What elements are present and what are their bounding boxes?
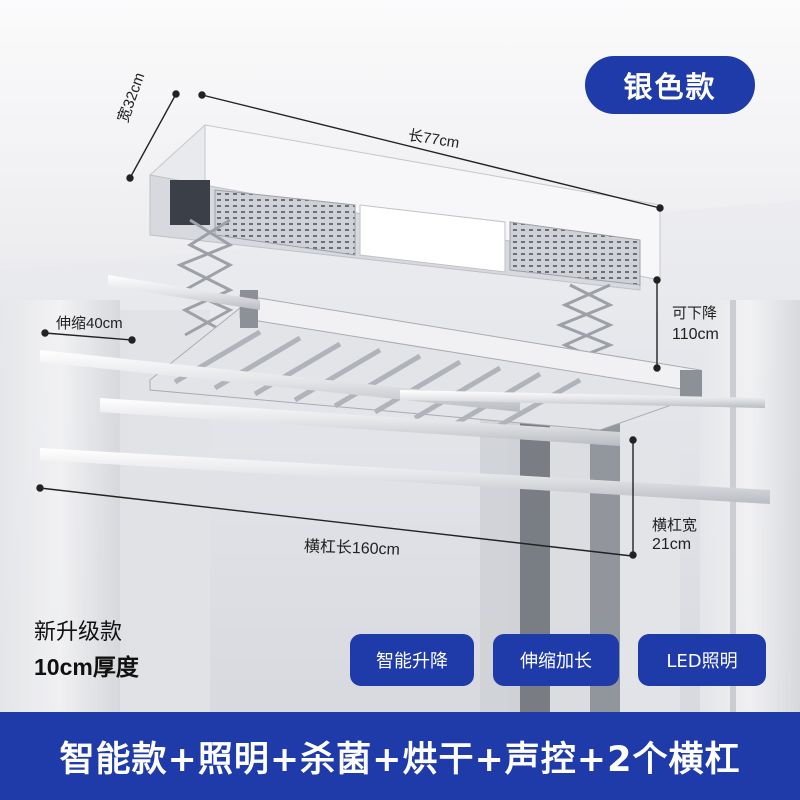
feature-extend: 伸缩加长 [493, 634, 619, 686]
extend-label: 伸缩40cm [56, 315, 123, 332]
bar-length-label: 横杠长160cm [303, 538, 401, 559]
ceiling-unit [149, 123, 661, 291]
dimension-lines [36, 90, 664, 559]
thickness-text: 10cm厚度 [34, 654, 139, 680]
drop-label: 可下降 [672, 305, 718, 322]
feature-smart-lift: 智能升降 [350, 634, 474, 686]
drop-value: 110cm [672, 326, 719, 343]
bar-width-label: 横杠宽 [652, 517, 698, 534]
hanging-bars [40, 275, 770, 504]
bottom-feature-banner: 智能款+照明+杀菌+烘干+声控+2个横杠 [0, 712, 800, 800]
bar-width-value: 21cm [652, 536, 692, 553]
feature-led-light: LED照明 [638, 634, 766, 686]
color-variant-badge: 银色款 [585, 56, 755, 114]
upgrade-text: 新升级款 [34, 620, 123, 645]
